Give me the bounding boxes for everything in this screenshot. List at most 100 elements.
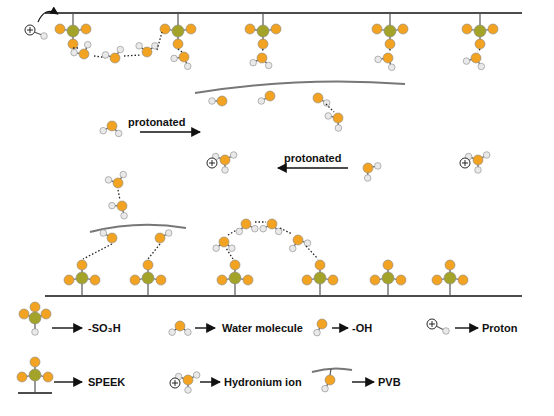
oxygen-atom	[471, 53, 481, 63]
hydrogen-atom	[483, 152, 490, 159]
oxygen-atom	[398, 24, 408, 34]
hydrogen-atom	[102, 52, 109, 59]
oxygen-atom	[30, 357, 40, 367]
oxygen-atom	[156, 275, 166, 285]
hydrogen-bond	[124, 55, 140, 56]
hydrogen-atom	[304, 240, 311, 247]
oxygen-atom	[41, 309, 51, 319]
hydrogen-atom	[71, 49, 78, 56]
proton-path-arrow	[38, 11, 58, 22]
legend-arrow	[52, 327, 82, 328]
pvb-chain	[195, 81, 405, 93]
oxygen-atom	[363, 163, 373, 173]
legend-arrow	[455, 327, 478, 328]
hydrogen-atom	[193, 372, 200, 379]
oxygen-atom	[219, 237, 229, 247]
sulfur-atom	[142, 272, 154, 284]
oxygen-atom	[241, 219, 251, 229]
oxygen-atom	[257, 53, 267, 63]
sulfur-atom	[172, 25, 184, 37]
proton-sign	[170, 378, 180, 388]
hydrogen-atom	[185, 387, 192, 394]
oxygen-atom	[175, 321, 185, 331]
hydrogen-atom	[364, 175, 371, 182]
proton-sign	[460, 158, 470, 168]
hydrogen-atom	[443, 328, 450, 335]
hydrogen-bond	[478, 49, 480, 52]
oxygen-atom	[258, 39, 268, 49]
oxygen-atom	[333, 113, 343, 123]
hydrogen-atom	[289, 245, 296, 252]
oxygen-atom	[445, 260, 455, 270]
sulfur-atom	[29, 369, 41, 381]
hydrogen-bond	[118, 190, 120, 200]
proton-sign	[207, 158, 217, 168]
sulfur-atom	[314, 272, 326, 284]
hydrogen-atom	[258, 98, 265, 105]
hydrogen-atom	[252, 225, 259, 232]
hydrogen-atom	[32, 329, 39, 336]
hydrogen-atom	[171, 55, 178, 62]
hydrogen-atom	[229, 245, 236, 252]
sulfur-atom	[382, 272, 394, 284]
hydrogen-bond	[255, 221, 266, 222]
hydrogen-atom	[136, 43, 143, 50]
hydrogen-atom	[260, 225, 267, 232]
hydrogen-atom	[100, 127, 107, 134]
oxygen-atom	[328, 275, 338, 285]
legend-arrow	[200, 381, 220, 382]
proton-sign	[427, 319, 437, 329]
oxygen-atom	[55, 24, 65, 34]
legend-text: SPEEK	[88, 376, 125, 389]
oxygen-atom	[155, 233, 165, 243]
hydrogen-atom	[115, 130, 122, 137]
oxygen-atom	[385, 39, 395, 49]
oxygen-atom	[396, 275, 406, 285]
oxygen-atom	[245, 24, 255, 34]
hydrogen-atom	[325, 113, 332, 120]
oxygen-atom	[325, 375, 335, 385]
oxygen-atom	[142, 47, 152, 57]
oxygen-atom	[110, 53, 120, 63]
oxygen-atom	[217, 96, 227, 106]
oxygen-atom	[230, 260, 240, 270]
proton-sign	[209, 160, 215, 166]
oxygen-atom	[432, 275, 442, 285]
oxygen-atom	[17, 372, 27, 382]
legend-arrow	[195, 327, 215, 328]
hydrogen-atom	[117, 46, 124, 53]
oxygen-atom	[186, 24, 196, 34]
hydrogen-atom	[41, 33, 48, 40]
oxygen-atom	[302, 275, 312, 285]
sulfur-atom	[444, 272, 456, 284]
legend-text: Hydronium ion	[224, 376, 302, 389]
oxygen-atom	[370, 275, 380, 285]
hydrogen-bond	[148, 244, 160, 259]
hydrogen-bond	[389, 49, 390, 52]
proton-sign	[172, 380, 178, 386]
oxygen-atom	[43, 372, 53, 382]
oxygen-atom	[64, 275, 74, 285]
oxygen-atom	[79, 49, 89, 59]
hydrogen-atom	[463, 58, 470, 65]
proton-sign	[462, 160, 468, 166]
legend-text: PVB	[378, 376, 401, 389]
hydrogen-bond	[262, 49, 263, 52]
oxygen-atom	[77, 260, 87, 270]
oxygen-atom	[473, 155, 483, 165]
hydrogen-atom	[185, 329, 192, 336]
hydrogen-atom	[314, 329, 321, 336]
legend-arrow	[352, 381, 374, 382]
oxygen-atom	[173, 39, 183, 49]
hydrogen-atom	[388, 64, 395, 71]
oxygen-atom	[315, 260, 325, 270]
oxygen-atom	[313, 93, 323, 103]
hydrogen-atom	[475, 167, 482, 174]
oxygen-atom	[488, 24, 498, 34]
bond	[330, 369, 331, 375]
sulfur-atom	[474, 25, 486, 37]
hydrogen-atom	[335, 125, 342, 132]
hydrogen-atom	[374, 163, 381, 170]
hydrogen-atom	[322, 385, 329, 392]
oxygen-atom	[107, 233, 117, 243]
